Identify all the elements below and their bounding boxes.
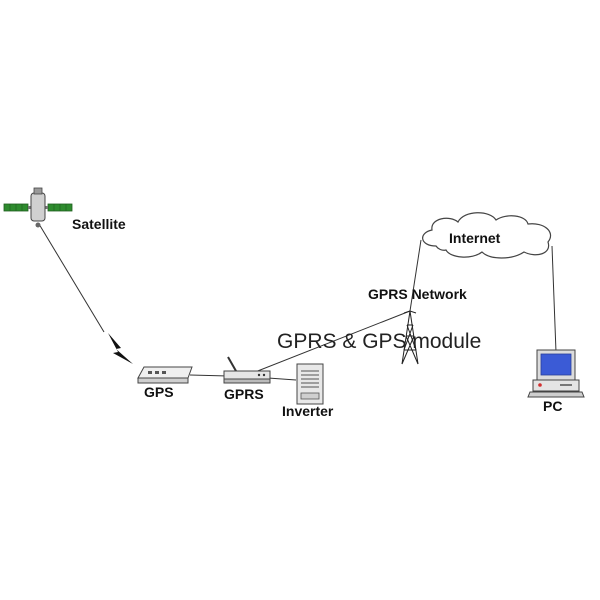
gps-label: GPS — [144, 384, 174, 400]
pc-label: PC — [543, 398, 563, 414]
pc-icon — [527, 349, 585, 398]
cloud-icon — [422, 212, 552, 259]
connection-lines — [38, 223, 557, 381]
internet-label: Internet — [449, 230, 501, 246]
inverter-label: Inverter — [282, 403, 334, 419]
gprs-to-tower-line — [249, 310, 411, 375]
satellite-icon — [3, 187, 73, 228]
gps-device-icon — [137, 366, 193, 384]
gprs-modem-icon — [223, 356, 271, 384]
tower-to-internet-line — [409, 239, 422, 312]
inverter-icon — [296, 363, 324, 405]
satellite-to-lightning-line — [38, 223, 105, 333]
satellite-label: Satellite — [72, 216, 126, 232]
gprs-to-inverter-line — [267, 377, 297, 381]
lightning-icon — [108, 333, 133, 364]
gps-to-gprs-line — [189, 374, 229, 377]
gprs-network-label: GPRS Network — [368, 286, 467, 302]
internet-to-pc-line — [551, 245, 557, 353]
gprs-label: GPRS — [224, 386, 264, 402]
module-caption: GPRS & GPS module — [277, 330, 482, 353]
tower-icon — [401, 310, 419, 365]
